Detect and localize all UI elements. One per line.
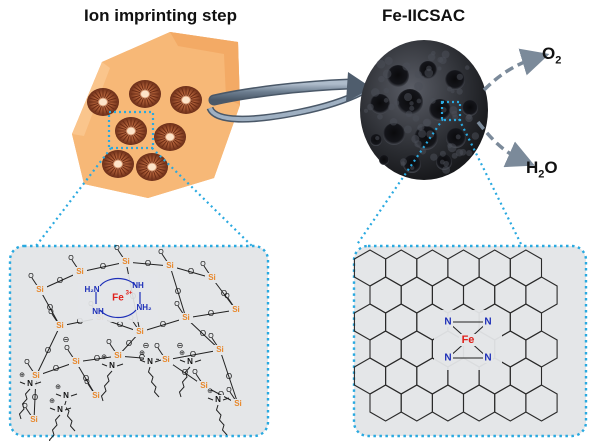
fe3-ion: Fe [112, 293, 124, 304]
fe-n4-site: N N N N Fe [434, 310, 502, 370]
silicon-atom: Si [32, 371, 40, 380]
silicon-atom: Si [208, 273, 216, 282]
oxygen-arrow [484, 58, 536, 90]
oxygen-atom: O [64, 345, 70, 352]
catalyst-pore [370, 94, 390, 114]
water-arrow [478, 122, 522, 160]
pyridinic-nitrogen: N [444, 317, 451, 328]
positive-charge: ⊕ [101, 354, 107, 361]
oxygen-atom: O [226, 372, 232, 381]
oxygen-atom: O [114, 245, 120, 252]
oxygen-atom: O [28, 273, 34, 280]
catalyst-title: Fe-IICSAC [382, 6, 465, 26]
amine-ligand: H₂N [84, 285, 99, 294]
oxygen-atom: O [53, 364, 59, 373]
oxygen-atom: O [174, 301, 180, 308]
oxygen-atom: O [84, 379, 90, 386]
oxygen-atom: O [126, 339, 132, 348]
pore [136, 153, 168, 181]
pore [129, 80, 161, 108]
water-label: H2O [526, 158, 558, 180]
catalyst-pore [370, 134, 382, 146]
ammonium-nitrogen: N [109, 361, 115, 370]
positive-charge: ⊕ [179, 350, 185, 357]
pore [115, 117, 147, 145]
amine-ligand: NH [132, 281, 144, 290]
negative-charge: ⊖ [177, 341, 184, 350]
oxygen-atom: O [192, 369, 198, 376]
fe-iicsac-catalyst [360, 40, 488, 180]
catalyst-pore [462, 100, 478, 116]
positive-charge: ⊕ [139, 350, 145, 357]
oxygen-atom: O [200, 329, 206, 338]
positive-charge: ⊕ [49, 398, 55, 405]
silicon-atom: Si [216, 345, 224, 354]
oxygen-atom: O [24, 359, 30, 366]
pore [154, 123, 186, 151]
silicon-atom: Si [232, 305, 240, 314]
oxygen-atom: O [200, 261, 206, 268]
oxygen-atom: O [45, 346, 51, 355]
oxygen-atom: O [48, 309, 54, 316]
oxygen-atom: O [160, 320, 166, 329]
negative-charge: ⊖ [143, 341, 150, 350]
single-atom-fe: Fe [462, 334, 475, 346]
silicon-atom: Si [72, 357, 80, 366]
oxygen-atom: O [100, 262, 106, 271]
oxygen-atom: O [32, 393, 38, 402]
ion-imprinting-title: Ion imprinting step [84, 6, 237, 26]
pyridinic-nitrogen: N [444, 353, 451, 364]
oxygen-atom: O [57, 276, 63, 285]
positive-charge: ⊕ [55, 384, 61, 391]
catalyst-pore [445, 70, 465, 90]
oxygen-atom: O [158, 249, 164, 256]
positive-charge: ⊕ [19, 372, 25, 379]
silicon-atom: Si [182, 313, 190, 322]
oxygen-atom: O [208, 333, 214, 340]
silicon-atom: Si [136, 327, 144, 336]
pore [170, 86, 202, 114]
ammonium-nitrogen: N [57, 405, 63, 414]
ammonium-nitrogen: N [63, 391, 69, 400]
oxygen-atom: O [188, 267, 194, 276]
silicon-atom: Si [166, 261, 174, 270]
silicon-atom: Si [122, 257, 130, 266]
pyridinic-nitrogen: N [484, 353, 491, 364]
oxygen-atom: O [94, 354, 100, 363]
oxygen-atom: O [226, 387, 232, 394]
silicon-atom: Si [56, 321, 64, 330]
silicon-atom: Si [92, 391, 100, 400]
oxygen-label: O2 [542, 44, 561, 66]
silicon-atom: Si [36, 285, 44, 294]
amine-ligand: NH [92, 307, 104, 316]
oxygen-atom: O [224, 293, 230, 300]
oxygen-atom: O [145, 259, 151, 268]
catalyst-pore [379, 155, 389, 165]
ammonium-nitrogen: N [27, 379, 33, 388]
oxygen-atom: O [154, 343, 160, 350]
negative-charge: ⊖ [63, 335, 70, 344]
oxygen-atom: O [208, 309, 214, 318]
oxygen-atom: O [68, 255, 74, 262]
ammonium-nitrogen: N [215, 395, 221, 404]
oxygen-atom: O [106, 339, 112, 346]
silicon-atom: Si [30, 415, 38, 424]
fe3-charge: 3+ [126, 291, 133, 297]
silicon-atom: Si [234, 399, 242, 408]
pyridinic-nitrogen: N [484, 317, 491, 328]
silicon-atom: Si [114, 351, 122, 360]
positive-charge: ⊕ [207, 388, 213, 395]
amine-ligand: NH₂ [136, 303, 152, 312]
ammonium-nitrogen: N [147, 357, 153, 366]
catalyst-pore [383, 123, 405, 145]
oxygen-atom: O [175, 287, 181, 296]
fe-template-complex: H₂N NH NH NH₂ Fe3+ [78, 274, 158, 322]
silicon-atom: Si [162, 355, 170, 364]
ammonium-nitrogen: N [187, 357, 193, 366]
